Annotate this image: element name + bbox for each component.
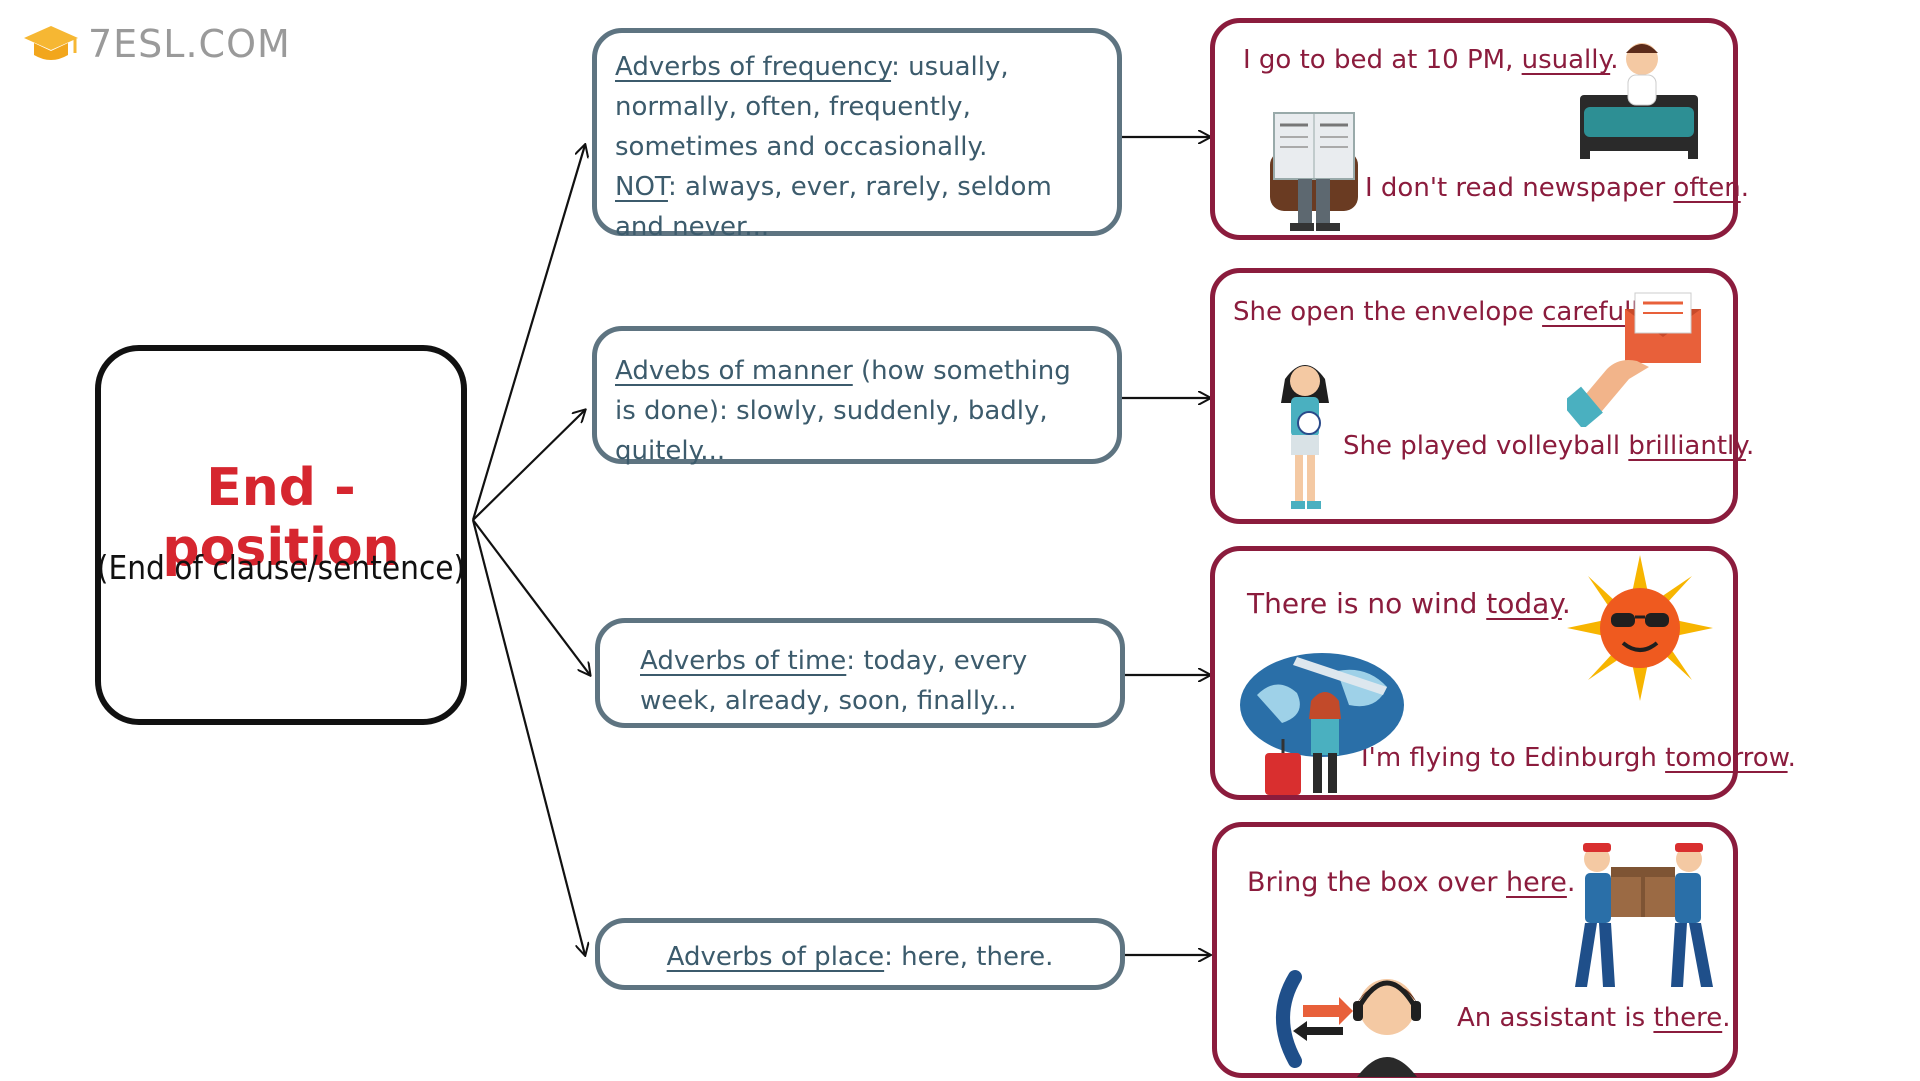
- example-sentence: She played volleyball brilliantly.: [1343, 431, 1754, 461]
- arrow-to-place: [473, 520, 585, 955]
- example-keyword: there: [1653, 1003, 1722, 1033]
- example-keyword: here: [1506, 867, 1567, 898]
- envelope-hand-icon: [1567, 287, 1707, 427]
- example-box-manner: She open the envelope carefully. She pla…: [1210, 268, 1738, 524]
- example-box-place: Bring the box over here. An assistant is…: [1212, 822, 1738, 1078]
- example-sentence: I go to bed at 10 PM, usually.: [1243, 45, 1618, 75]
- example-box-frequency: I go to bed at 10 PM, usually. I don't r…: [1210, 18, 1738, 240]
- example-sentence: An assistant is there.: [1457, 1003, 1730, 1033]
- rule-heading: Adverbs of time: [640, 646, 846, 676]
- rule-box-frequency: Adverbs of frequency: usually, normally,…: [592, 28, 1122, 236]
- example-keyword: often: [1673, 173, 1740, 203]
- rule-box-place: Adverbs of place: here, there.: [595, 918, 1125, 990]
- rule-heading: Advebs of manner: [615, 356, 853, 386]
- rule-not-label: NOT: [615, 172, 668, 202]
- example-keyword: tomorrow: [1665, 743, 1787, 773]
- traveler-globe-icon: [1237, 635, 1407, 805]
- newspaper-reader-icon: [1260, 105, 1370, 240]
- example-keyword: today: [1486, 587, 1562, 620]
- rule-box-manner: Advebs of manner (how something is done)…: [592, 326, 1122, 464]
- example-sentence: There is no wind today.: [1247, 587, 1571, 620]
- arrow-to-time: [473, 520, 590, 675]
- example-sentence: I don't read newspaper often.: [1365, 173, 1749, 203]
- volleyball-girl-icon: [1265, 351, 1345, 521]
- sun-icon: [1565, 553, 1715, 703]
- example-keyword: brilliantly: [1628, 431, 1746, 461]
- box-movers-icon: [1563, 837, 1723, 995]
- rule-heading: Adverbs of place: [667, 942, 885, 972]
- rule-not-text: : always, ever, rarely, seldom and never…: [615, 172, 1052, 242]
- man-in-bed-icon: [1570, 27, 1710, 167]
- main-subtitle: (End of clause/sentence): [95, 548, 467, 587]
- example-sentence: I'm flying to Edinburgh tomorrow.: [1361, 743, 1796, 773]
- example-sentence: Bring the box over here.: [1247, 867, 1575, 898]
- rule-text: : here, there.: [884, 942, 1053, 972]
- call-assistant-icon: [1267, 957, 1447, 1081]
- rule-heading: Adverbs of frequency: [615, 52, 891, 82]
- rule-box-time: Adverbs of time: today, every week, alre…: [595, 618, 1125, 728]
- example-box-time: There is no wind today. I'm flying to Ed…: [1210, 546, 1738, 800]
